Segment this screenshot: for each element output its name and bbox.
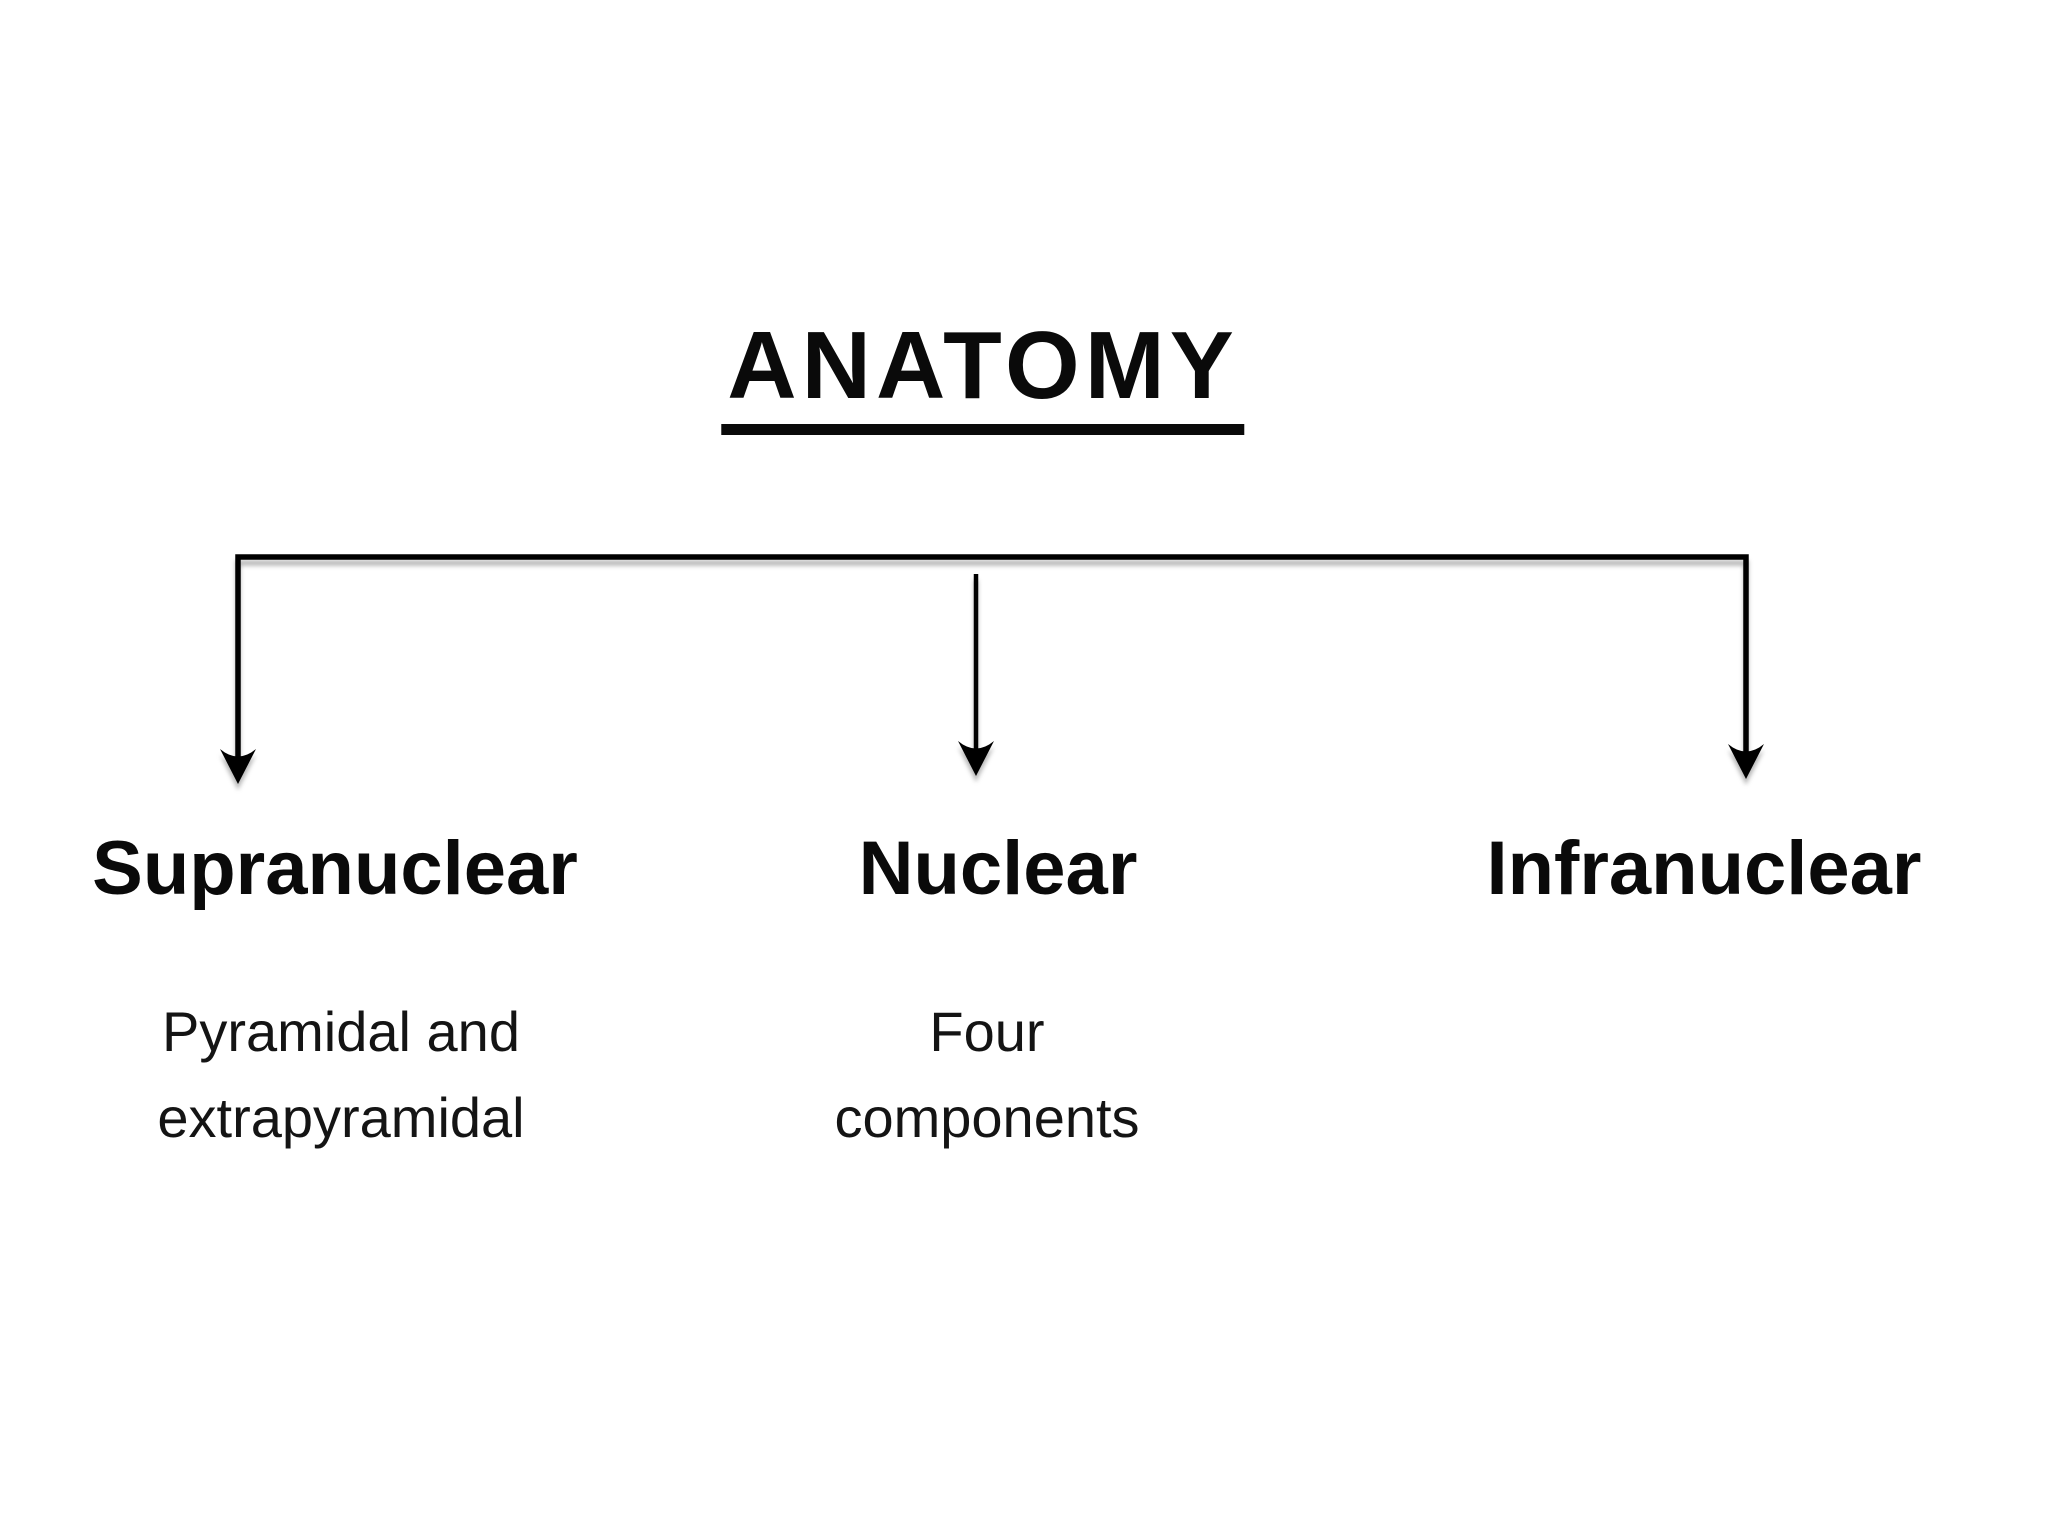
branch-description-nuclear: Four components xyxy=(834,989,1139,1161)
branch-description-line: extrapyramidal xyxy=(157,1086,525,1149)
branch-label-supranuclear: Supranuclear xyxy=(92,826,578,911)
branch-description-line: components xyxy=(834,1086,1140,1149)
branch-description-line: Four xyxy=(929,1000,1045,1063)
branch-label-infranuclear: Infranuclear xyxy=(1486,826,1922,911)
page-title: ANATOMY xyxy=(721,318,1245,435)
branch-description-supranuclear: Pyramidal and extrapyramidal xyxy=(157,989,524,1161)
arrowhead-right-icon xyxy=(1728,744,1764,779)
arrowhead-left-icon xyxy=(220,749,256,784)
arrowhead-middle-icon xyxy=(958,741,994,776)
branch-label-nuclear: Nuclear xyxy=(858,826,1138,911)
connector-rail xyxy=(235,554,1749,758)
branch-description-line: Pyramidal and xyxy=(162,1000,520,1063)
page-title-wrap: ANATOMY xyxy=(721,318,1245,435)
